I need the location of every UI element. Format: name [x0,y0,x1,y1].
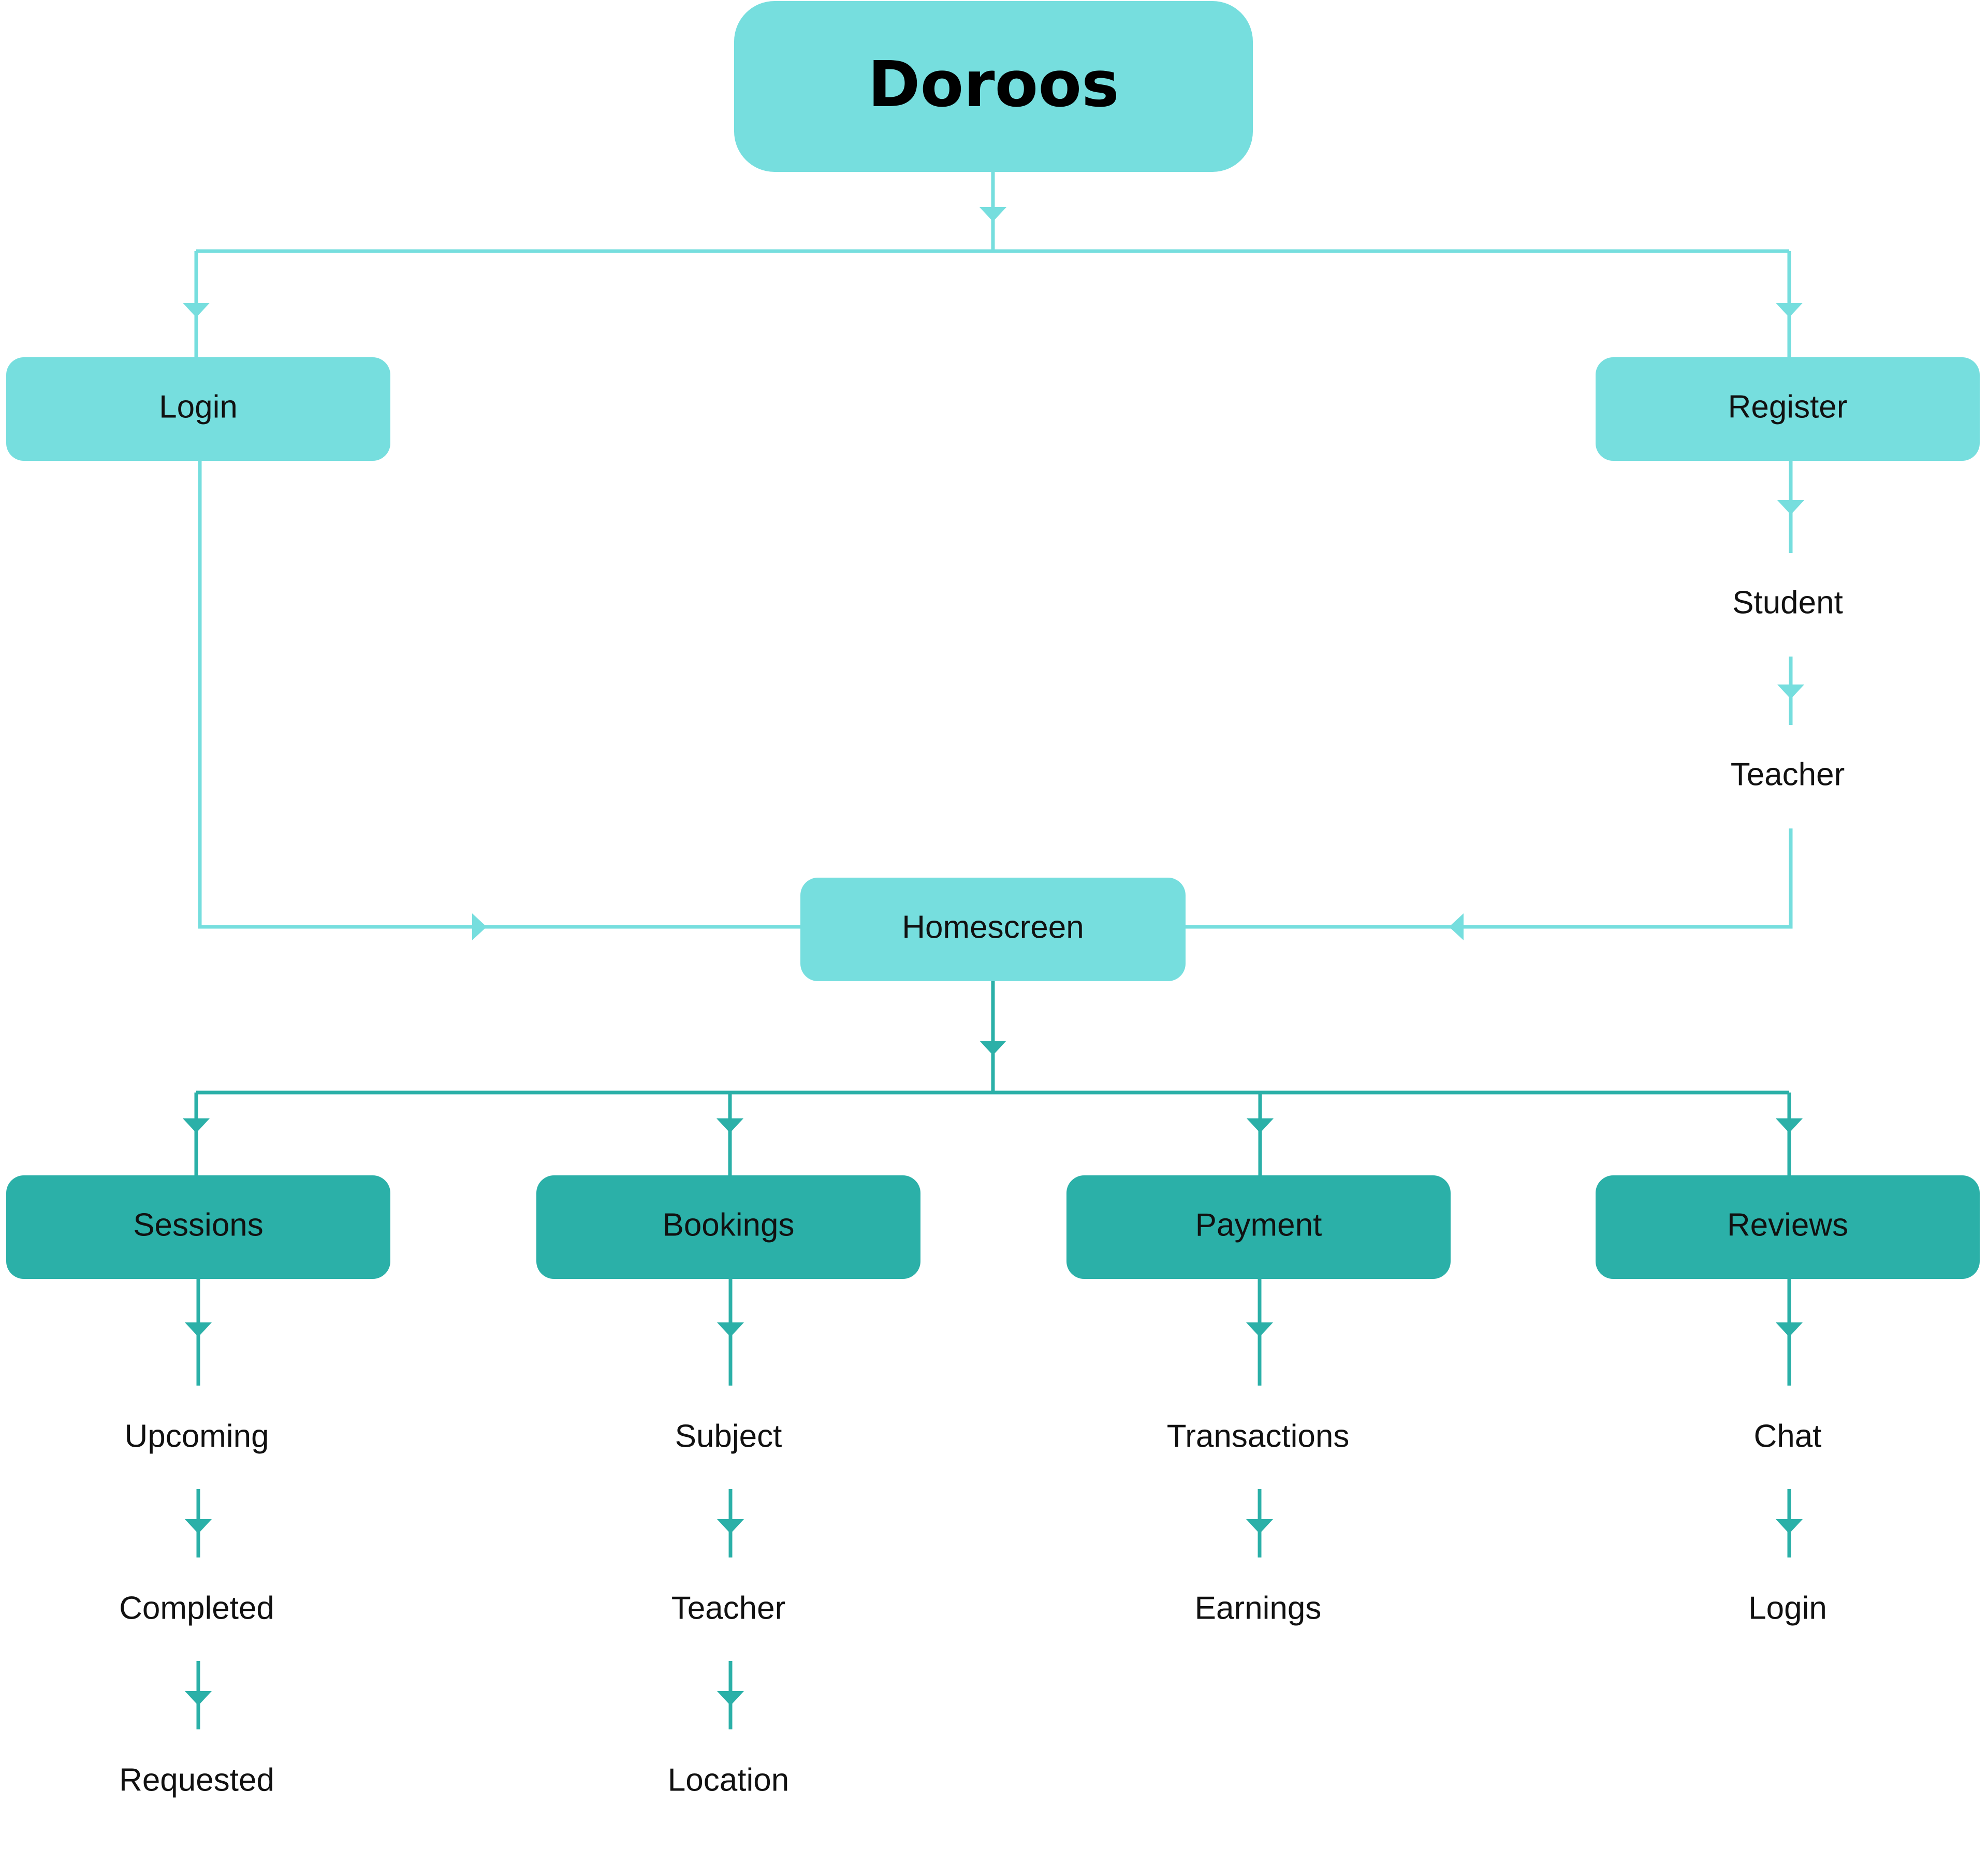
login-node[interactable]: Login [6,357,390,461]
register-option-student[interactable]: Student [1732,585,1843,620]
arrow-down-icon [1776,1519,1803,1534]
arrow-down-icon [717,1691,744,1706]
arrow-down-icon [183,303,210,317]
reviews-item-chat[interactable]: Chat [1754,1418,1822,1454]
arrow-down-icon [980,207,1006,222]
bookings-item-location[interactable]: Location [668,1762,789,1798]
payment-item-earnings[interactable]: Earnings [1195,1590,1322,1626]
arrow-down-icon [185,1519,212,1534]
arrow-down-icon [185,1691,212,1706]
arrow-right-icon [472,913,487,940]
arrow-down-icon [1776,1322,1803,1337]
dark-connectors [194,981,1791,1729]
light-connectors [194,172,1793,929]
connector-teacher-to-homescreen [1186,828,1793,929]
arrow-left-icon [1449,913,1464,940]
register-label: Register [1728,389,1848,425]
section-label: Bookings [662,1207,794,1243]
arrow-down-icon [1777,685,1804,699]
arrow-down-icon [1776,1118,1803,1133]
section-node-reviews[interactable]: Reviews [1596,1175,1980,1279]
register-option-teacher[interactable]: Teacher [1731,756,1845,792]
arrow-down-icon [717,1519,744,1534]
dark-arrowheads [183,1041,1803,1706]
sessions-item-requested[interactable]: Requested [119,1762,274,1798]
reviews-item-login[interactable]: Login [1748,1590,1827,1626]
register-node[interactable]: Register [1596,357,1980,461]
arrow-down-icon [717,1322,744,1337]
section-node-sessions[interactable]: Sessions [6,1175,390,1279]
login-label: Login [159,389,238,425]
payment-item-transactions[interactable]: Transactions [1167,1418,1350,1454]
connector-login-to-homescreen [198,461,800,929]
homescreen-node[interactable]: Homescreen [800,878,1186,981]
arrow-down-icon [980,1041,1006,1055]
root-node[interactable]: Doroos [734,1,1253,172]
homescreen-label: Homescreen [902,909,1084,945]
arrow-down-icon [717,1118,743,1133]
arrow-down-icon [1246,1519,1273,1534]
arrow-down-icon [1246,1322,1273,1337]
section-label: Reviews [1727,1207,1848,1243]
sessions-item-completed[interactable]: Completed [119,1590,274,1626]
section-node-payment[interactable]: Payment [1066,1175,1451,1279]
root-title: Doroos [868,48,1119,121]
section-label: Payment [1195,1207,1322,1243]
arrow-down-icon [1777,500,1804,515]
section-node-bookings[interactable]: Bookings [536,1175,920,1279]
light-arrowheads [183,207,1804,940]
arrow-down-icon [183,1118,210,1133]
arrow-down-icon [185,1322,212,1337]
bookings-item-teacher[interactable]: Teacher [671,1590,786,1626]
arrow-down-icon [1776,303,1803,317]
sessions-item-upcoming[interactable]: Upcoming [124,1418,269,1454]
bookings-item-subject[interactable]: Subject [675,1418,782,1454]
section-label: Sessions [133,1207,264,1243]
arrow-down-icon [1247,1118,1274,1133]
